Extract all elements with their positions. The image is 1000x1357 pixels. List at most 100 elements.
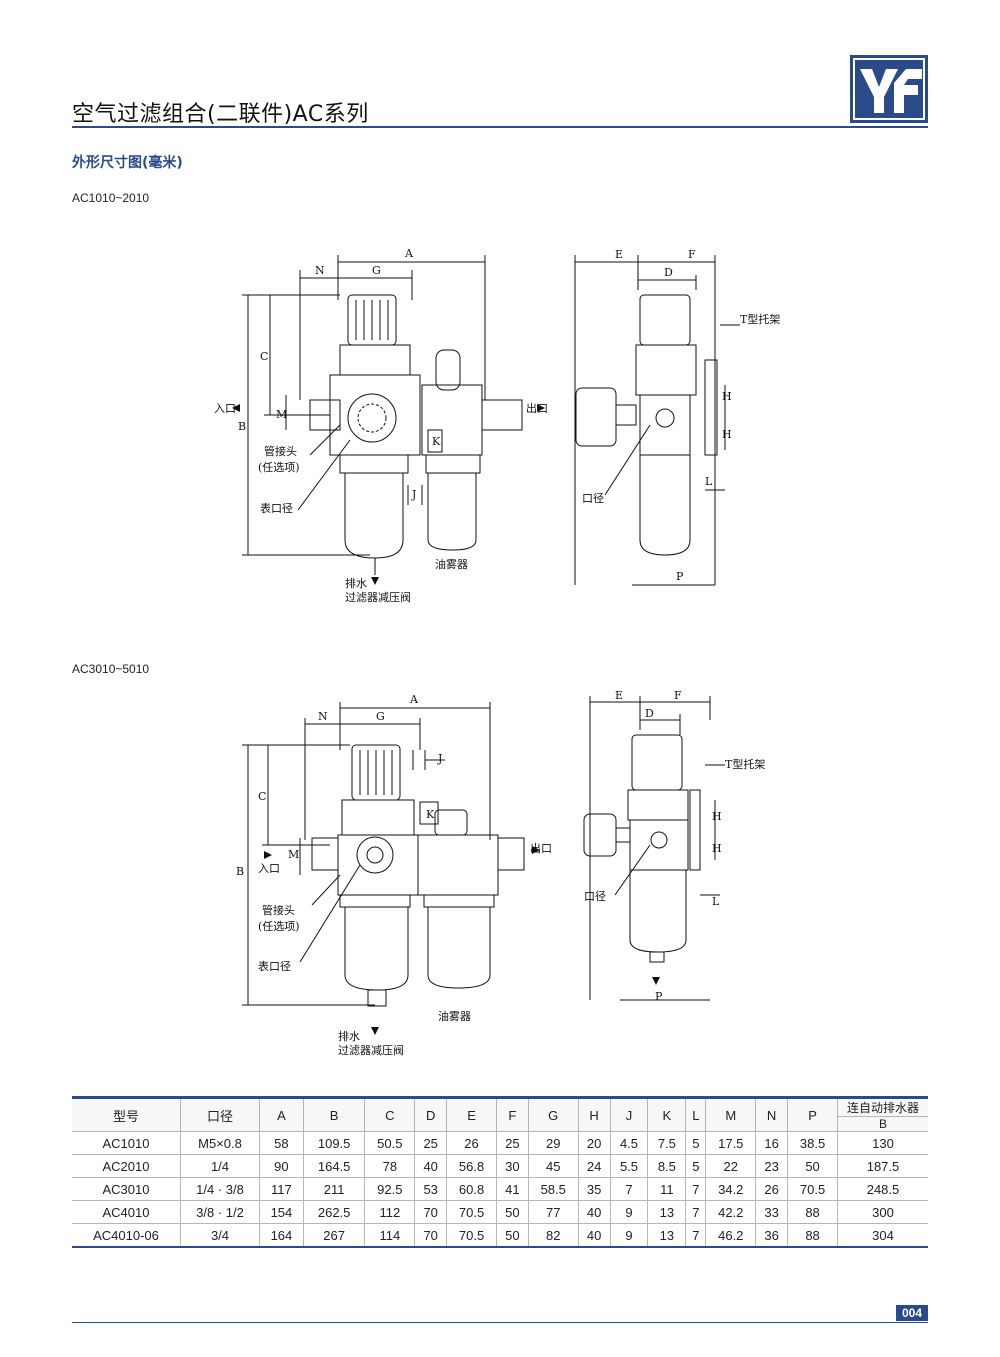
table-cell: 23 (755, 1154, 789, 1178)
header-m: M (705, 1096, 757, 1132)
table-cell: M5×0.8 (180, 1131, 260, 1155)
table-cell: 26 (755, 1177, 789, 1201)
table-cell: 16 (755, 1131, 789, 1155)
table-cell: 70.5 (446, 1223, 497, 1248)
table-cell: 7 (685, 1177, 707, 1201)
table-cell: 187.5 (837, 1154, 928, 1178)
header-n: N (755, 1096, 789, 1132)
label-t-bracket: T型托架 (725, 757, 765, 771)
label-pipe-joint: 管接头 (264, 444, 297, 458)
label-optional: (任选项) (258, 461, 300, 474)
dim-p: P (676, 570, 684, 583)
label-optional: (任选项) (258, 920, 300, 933)
table-cell: 248.5 (837, 1177, 928, 1201)
label-lubricator: 油雾器 (435, 557, 468, 571)
label-filter-regulator: 过滤器减压阀 (338, 1043, 404, 1057)
table-cell: 8.5 (647, 1154, 687, 1178)
label-pipe-joint: 管接头 (262, 903, 295, 917)
table-cell: 25 (495, 1131, 529, 1155)
dim-h2: H (722, 428, 732, 441)
dim-m: M (288, 848, 299, 861)
dim-c: C (258, 790, 266, 803)
dim-d: D (664, 266, 673, 279)
table-cell: 109.5 (302, 1131, 366, 1155)
header-auto-drain: 连自动排水器 (837, 1096, 928, 1117)
header-a: A (259, 1096, 304, 1132)
section-heading: 外形尺寸图(毫米) (72, 155, 183, 171)
table-cell: 25 (414, 1131, 448, 1155)
table-cell: 154 (259, 1200, 304, 1224)
dim-b: B (238, 420, 246, 433)
label-gauge-port: 表口径 (260, 501, 293, 515)
table-cell: 60.8 (446, 1177, 497, 1201)
table-cell: 7 (685, 1200, 707, 1224)
table-cell: 262.5 (302, 1200, 366, 1224)
dim-h2: H (712, 842, 722, 855)
dim-d: D (645, 707, 654, 720)
table-cell: 26 (446, 1131, 497, 1155)
header-auto-drain-b: B (837, 1116, 928, 1132)
header-h: H (577, 1096, 611, 1132)
header-b: B (302, 1096, 366, 1132)
drawing-ac3010-5010: A N G C B M J K E F D H H L P 入口 出口 管接头 … (236, 690, 765, 1057)
header-d: D (414, 1096, 448, 1132)
dim-a: A (409, 693, 419, 706)
drawing2-caption: AC3010~5010 (72, 662, 150, 676)
dim-k: K (426, 808, 435, 821)
dim-e: E (615, 248, 623, 261)
header-e: E (446, 1096, 497, 1132)
table-cell: 58 (259, 1131, 304, 1155)
table-cell: 88 (787, 1223, 838, 1248)
dim-k: K (432, 435, 441, 448)
table-cell: 50 (495, 1223, 529, 1248)
table-cell: 1/4 (180, 1154, 260, 1178)
dim-p: P (655, 990, 663, 1003)
table-cell: AC1010 (72, 1131, 181, 1155)
table-cell: 11 (647, 1177, 687, 1201)
page-number: 004 (896, 1305, 928, 1321)
dim-f: F (688, 248, 696, 261)
table-cell: 58.5 (527, 1177, 579, 1201)
table-cell: 4.5 (609, 1131, 649, 1155)
label-filter-regulator: 过滤器减压阀 (345, 590, 411, 604)
table-cell: 130 (837, 1131, 928, 1155)
dim-a: A (404, 247, 414, 260)
label-gauge-port: 表口径 (258, 959, 291, 973)
table-cell: 42.2 (705, 1200, 757, 1224)
dim-m: M (276, 408, 287, 421)
label-t-bracket: T型托架 (740, 312, 780, 326)
table-cell: 164.5 (302, 1154, 366, 1178)
table-cell: AC3010 (72, 1177, 181, 1201)
table-cell: 9 (609, 1200, 649, 1224)
table-cell: 114 (364, 1223, 416, 1248)
table-cell: 112 (364, 1200, 416, 1224)
table-cell: 82 (527, 1223, 579, 1248)
table-cell: 38.5 (787, 1131, 838, 1155)
table-cell: 304 (837, 1223, 928, 1248)
footer-rule (72, 1322, 928, 1323)
table-header-row: 型号 口径 A B C D E F G H J K L M N P 连自动排水器 (72, 1096, 928, 1132)
table-cell: 5 (685, 1154, 707, 1178)
label-inlet: 入口 (258, 862, 280, 875)
table-cell: 70.5 (446, 1200, 497, 1224)
table-cell: 29 (527, 1131, 579, 1155)
dim-c: C (260, 350, 268, 363)
header-rule (72, 126, 928, 128)
label-inlet: 入口 (214, 402, 236, 415)
table-cell: 164 (259, 1223, 304, 1248)
dim-n: N (318, 710, 328, 723)
header-k: K (647, 1096, 687, 1132)
table-cell: 3/8 · 1/2 (180, 1200, 260, 1224)
table-cell: 1/4 · 3/8 (180, 1177, 260, 1201)
table-cell: 35 (577, 1177, 611, 1201)
table-cell: 211 (302, 1177, 366, 1201)
label-outlet: 出口 (526, 401, 548, 415)
header-port: 口径 (180, 1096, 260, 1132)
dim-j: J (411, 488, 416, 501)
table-cell: 7 (609, 1177, 649, 1201)
table-cell: 41 (495, 1177, 529, 1201)
header-j: J (609, 1096, 649, 1132)
